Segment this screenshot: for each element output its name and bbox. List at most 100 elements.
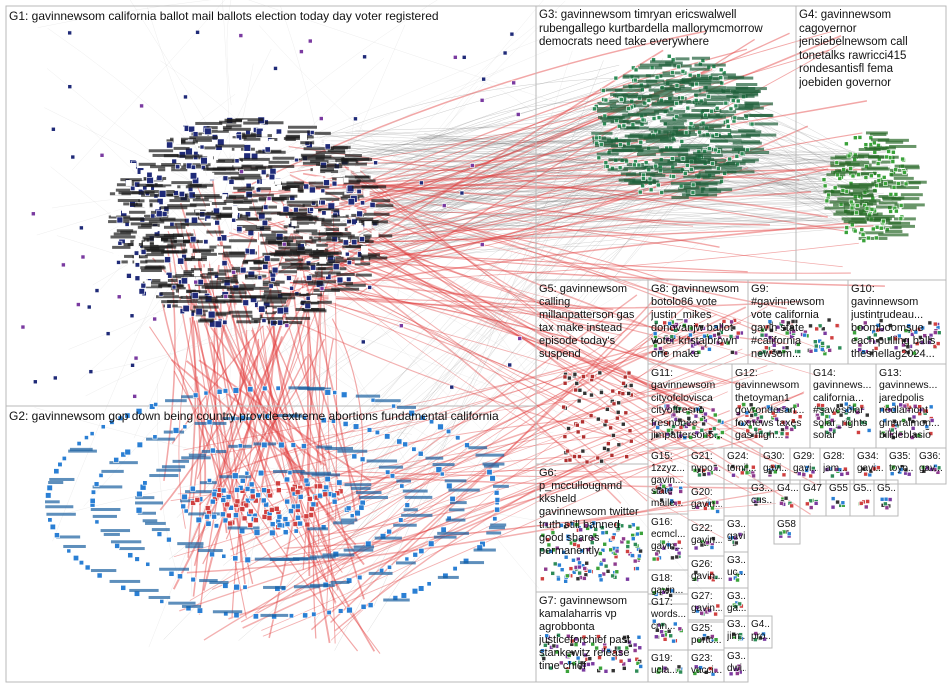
small-group-node[interactable]	[879, 497, 885, 502]
small-group-node[interactable]	[771, 342, 777, 348]
small-group-node[interactable]	[566, 653, 572, 658]
g1-outlier-node[interactable]	[309, 207, 314, 212]
g3-node[interactable]	[674, 100, 679, 106]
g2-node[interactable]	[152, 434, 158, 440]
small-group-node[interactable]	[601, 557, 607, 563]
small-group-node[interactable]	[914, 341, 920, 346]
small-group-node[interactable]	[876, 465, 881, 470]
small-group-node[interactable]	[575, 655, 581, 661]
g1-outlier-node[interactable]	[129, 313, 135, 319]
small-group-node[interactable]	[852, 402, 857, 408]
small-group-node[interactable]	[583, 652, 588, 658]
small-group-node[interactable]	[590, 661, 596, 667]
g1-node[interactable]	[291, 220, 297, 227]
g4-node[interactable]	[898, 203, 904, 208]
g1-node[interactable]	[260, 169, 267, 175]
g2-node[interactable]	[391, 403, 396, 409]
g1-node[interactable]	[261, 179, 270, 187]
small-group-node[interactable]	[839, 402, 844, 408]
g5-node[interactable]	[599, 458, 604, 464]
small-group-node[interactable]	[711, 426, 717, 431]
small-group-node[interactable]	[630, 553, 635, 558]
small-group-node[interactable]	[618, 658, 624, 664]
g4-node[interactable]	[896, 181, 901, 186]
g2-core-node[interactable]	[276, 522, 283, 529]
small-group-node[interactable]	[665, 336, 670, 342]
g2-node[interactable]	[195, 516, 202, 523]
g1-node[interactable]	[222, 194, 228, 199]
small-group-node[interactable]	[603, 563, 609, 569]
g4-node[interactable]	[876, 173, 882, 178]
g2-core-node[interactable]	[323, 484, 330, 491]
g1-node[interactable]	[308, 223, 315, 230]
small-group-node[interactable]	[612, 649, 618, 655]
g2-node[interactable]	[73, 555, 79, 562]
g1-node[interactable]	[324, 143, 331, 150]
g5-node[interactable]	[562, 374, 568, 380]
g1-node[interactable]	[140, 170, 148, 177]
small-group-node[interactable]	[695, 505, 700, 510]
g5-node[interactable]	[595, 455, 601, 461]
small-group-node[interactable]	[748, 424, 753, 430]
g2-node[interactable]	[370, 397, 376, 403]
g2-node[interactable]	[114, 543, 120, 549]
g1-node[interactable]	[306, 275, 312, 281]
g3-node[interactable]	[632, 162, 637, 168]
small-group-node[interactable]	[659, 497, 664, 503]
small-group-node[interactable]	[543, 566, 549, 572]
small-group-node[interactable]	[583, 523, 589, 528]
small-group-node[interactable]	[709, 545, 715, 550]
g3-node[interactable]	[707, 146, 712, 151]
small-group-node[interactable]	[784, 330, 790, 336]
small-group-node[interactable]	[866, 428, 872, 433]
g4-node[interactable]	[824, 198, 830, 204]
g1-node[interactable]	[282, 205, 290, 213]
small-group-node[interactable]	[796, 349, 802, 354]
g2-node[interactable]	[182, 424, 188, 430]
small-group-node[interactable]	[829, 335, 835, 341]
small-group-node[interactable]	[825, 430, 830, 435]
g1-node[interactable]	[326, 210, 332, 216]
g2-core-node[interactable]	[290, 486, 296, 493]
g5-node[interactable]	[615, 409, 621, 415]
small-group-node[interactable]	[903, 467, 909, 473]
g2-node[interactable]	[320, 417, 327, 424]
g2-node[interactable]	[417, 450, 424, 457]
small-group-node[interactable]	[668, 593, 673, 598]
g4-node[interactable]	[902, 170, 907, 175]
g2-core-node[interactable]	[283, 476, 290, 483]
g2-core-node[interactable]	[220, 511, 226, 518]
g2-node[interactable]	[357, 574, 363, 581]
small-group-node[interactable]	[820, 411, 825, 417]
small-group-node[interactable]	[596, 634, 601, 639]
small-group-node[interactable]	[808, 473, 813, 479]
small-group-node[interactable]	[781, 472, 787, 478]
small-group-node[interactable]	[665, 403, 671, 409]
g5-node[interactable]	[602, 446, 607, 451]
g5-node[interactable]	[627, 428, 633, 434]
g1-node[interactable]	[180, 185, 186, 191]
small-group-node[interactable]	[898, 402, 903, 408]
g1-node[interactable]	[222, 319, 228, 325]
small-group-node[interactable]	[791, 418, 796, 423]
g5-node[interactable]	[577, 454, 582, 459]
g2-node[interactable]	[288, 613, 294, 619]
g1-node[interactable]	[216, 236, 222, 242]
g2-node[interactable]	[446, 482, 453, 490]
g2-node[interactable]	[53, 468, 60, 475]
g3-node[interactable]	[632, 77, 638, 83]
g2-node[interactable]	[389, 473, 396, 479]
small-group-node[interactable]	[901, 418, 906, 423]
g2-node[interactable]	[57, 461, 63, 467]
small-group-node[interactable]	[796, 471, 802, 476]
g2-node[interactable]	[181, 493, 188, 501]
small-group-node[interactable]	[789, 325, 795, 331]
g1-node[interactable]	[194, 270, 201, 277]
g1-node[interactable]	[264, 146, 271, 153]
g2-core-node[interactable]	[308, 512, 314, 518]
small-group-node[interactable]	[759, 414, 764, 420]
g1-node[interactable]	[121, 206, 129, 214]
small-group-node[interactable]	[844, 408, 850, 413]
g2-node[interactable]	[486, 469, 493, 476]
small-group-node[interactable]	[856, 430, 861, 435]
